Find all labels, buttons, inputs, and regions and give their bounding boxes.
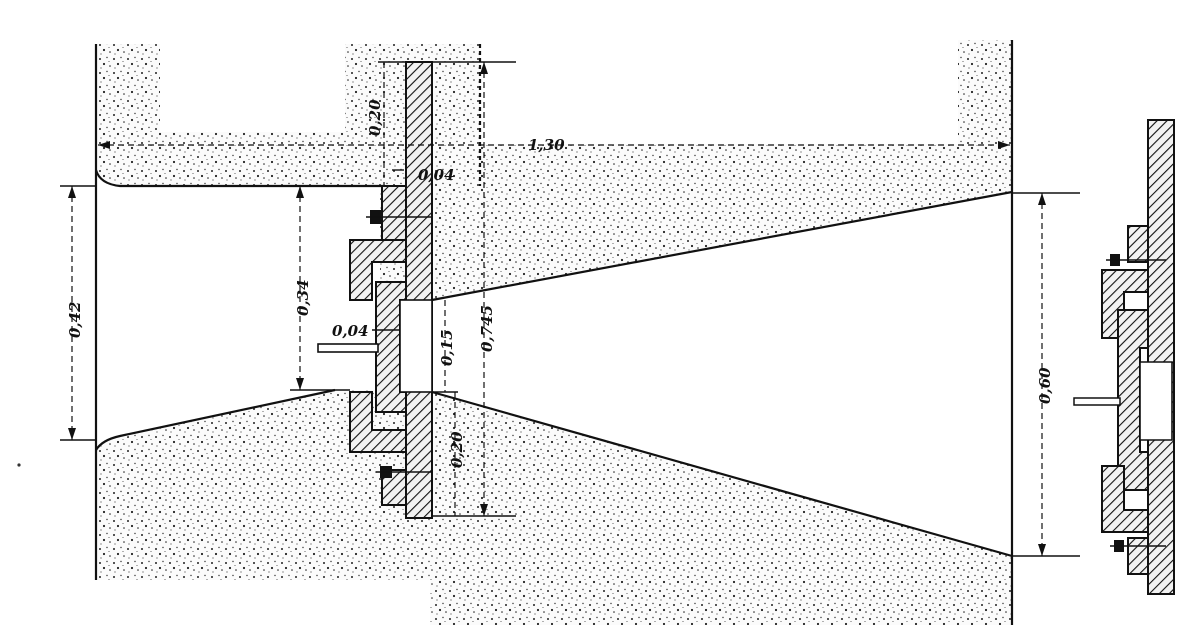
stray-dot xyxy=(17,463,21,467)
dim-plate-top: 0,20 xyxy=(366,99,384,136)
dim-plate-height: 0,745 xyxy=(478,305,496,352)
dim-opening-right: 0,60 xyxy=(1036,367,1054,404)
dimension-labels: 1,30 0,20 0,04 0,42 0,34 0,04 0,15 0,745… xyxy=(66,99,1054,468)
gate-detail-view xyxy=(1073,119,1175,595)
dim-gap-small: 0,04 xyxy=(418,166,455,184)
dim-opening-inner: 0,34 xyxy=(294,279,312,316)
dim-opening-left: 0,42 xyxy=(66,301,84,338)
water-passage xyxy=(96,186,1012,556)
gate-assembly-section xyxy=(317,61,433,519)
dim-plate-bottom: 0,20 xyxy=(448,431,466,468)
dim-bolt-gap: 0,04 xyxy=(332,322,369,340)
dim-width-top: 1,30 xyxy=(528,136,565,154)
dim-slot: 0,15 xyxy=(438,329,456,366)
structure-outlines xyxy=(94,40,1014,625)
dimension-lines xyxy=(60,61,1080,557)
